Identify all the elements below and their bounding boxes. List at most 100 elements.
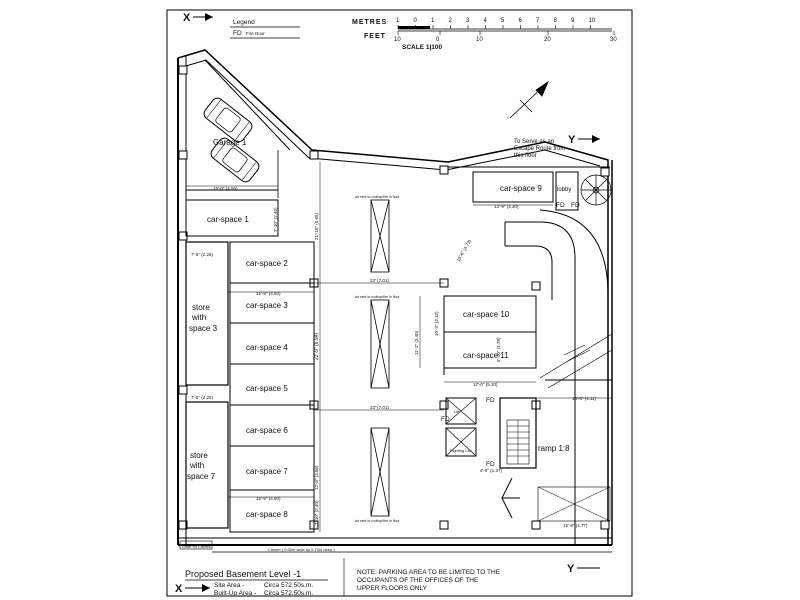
svg-text:FEET: FEET: [364, 33, 386, 40]
structural-column: [439, 400, 449, 410]
escape-note-2: Escape Route from: [514, 146, 565, 152]
culvert-note: Culvert ( 0.60m wide by 0.70m deep ): [268, 547, 335, 552]
escape-note-1: To Serve as an: [514, 139, 554, 145]
structural-column: [178, 150, 188, 160]
ramp-walls: [504, 209, 613, 545]
dim-18: 11'-2" (3.40): [414, 330, 419, 355]
svg-text:Y: Y: [568, 134, 576, 146]
scale-feet-tick-label: 10: [394, 37, 401, 43]
fire-door-3: FD: [486, 397, 495, 404]
sheet-border: [166, 9, 633, 597]
dim-20: 12'-8" (3.86): [314, 465, 319, 490]
car-bays-right: [443, 295, 537, 375]
dim-17: 15'-8" (4.77): [563, 523, 588, 528]
note-line-1: NOTE: PARKING AREA TO BE LIMITED TO THE: [357, 569, 501, 576]
structural-column: [600, 520, 610, 530]
dim-4: 15'-9" (4.80): [256, 291, 281, 296]
fire-door-2: FD: [571, 202, 580, 209]
air-vent-boxes: [370, 199, 390, 517]
car-space-2-label: car-space 2: [246, 259, 288, 268]
vent-note-1: air vent to rooftop/fire in floor: [355, 195, 400, 199]
car-space-7-label: car-space 7: [246, 467, 288, 476]
structural-column: [439, 165, 449, 175]
car-space-3-label: car-space 3: [246, 301, 288, 310]
structural-column: [531, 520, 541, 530]
north-arrow: [509, 80, 549, 119]
fire-door-1: FD: [556, 202, 565, 209]
firefighting-lift-label: Fighting Lift: [450, 448, 472, 453]
structural-column: [600, 167, 610, 177]
title-block: Proposed Basement Level -1 Site Area - C…: [185, 569, 328, 597]
scale-metre-tick-label: 5: [501, 18, 505, 24]
site-area-label: Site Area -: [214, 582, 244, 589]
garage-label: Garage 1: [213, 138, 247, 147]
car-space-9-bay: [472, 171, 554, 203]
garage-car-1: [203, 97, 253, 143]
car-space-11-label: car-space 11: [463, 351, 509, 360]
structural-column: [531, 281, 541, 291]
dim-10: 15'-6" (4.73): [456, 238, 473, 262]
lift-core: [445, 397, 537, 469]
lift-label: Lift: [454, 409, 460, 414]
scale-metre-tick-label: 10: [589, 18, 596, 24]
svg-text:X: X: [183, 12, 191, 24]
svg-text:Y: Y: [567, 563, 575, 575]
svg-text:X: X: [175, 583, 183, 595]
dim-19: 10'-3" (3.12): [434, 311, 439, 336]
vent-note-3: air vent to rooftop/fire in floor: [355, 519, 400, 523]
site-area-value: Circa 572.50s.m.: [264, 582, 313, 589]
store-3-line-3: space 3: [189, 324, 218, 333]
scale-metre-tick-label: 6: [519, 18, 523, 24]
car-space-1-label: car-space 1: [207, 215, 249, 224]
built-up-area-label: Built-Up Area -: [214, 590, 256, 597]
ramp-label: ramp 1:8: [538, 444, 570, 453]
note-line-3: UPPER FLOORS ONLY: [357, 585, 428, 592]
dim-5: 23' (7.01): [370, 278, 389, 283]
car-space-5-label: car-space 5: [246, 384, 288, 393]
note-line-2: OCCUPANTS OF THE OFFICES OF THE: [357, 577, 479, 584]
scale-text: SCALE 1|100: [402, 44, 442, 51]
built-up-area-value: Circa 572.50s.m.: [264, 590, 313, 597]
scale-metre-tick-label: 1: [431, 18, 435, 24]
svg-text:METRES: METRES: [352, 19, 387, 26]
scale-metre-tick-label: 0: [414, 18, 418, 24]
scale-metre-tick-label: 4: [484, 18, 488, 24]
car-space-9-label: car-space 9: [500, 184, 542, 193]
dimension-lines: [186, 162, 612, 532]
section-marker-x-bottom: X: [175, 583, 210, 595]
scale-metre-tick-label: 3: [466, 18, 470, 24]
escape-note-3: this floor: [514, 153, 537, 159]
car-space-10-label: car-space 10: [463, 310, 510, 319]
store-7-line-3: space 7: [187, 472, 216, 481]
dimension-texts: 15'-0" (4.56) 7'-10" (2.40) 21'-10" (6.6…: [191, 186, 597, 528]
shaft-note: Shaft for Cables: [182, 544, 211, 549]
scale-feet-tick-label: 20: [544, 37, 551, 43]
store-3-room: [185, 241, 229, 386]
car-space-6-label: car-space 6: [246, 426, 288, 435]
dim-9: 13'-9" (4.20): [494, 204, 519, 209]
section-marker-y-bottom: Y: [567, 563, 600, 575]
dim-6: 22'-9" (6.94): [314, 332, 320, 360]
store-3-line-2: with: [191, 313, 206, 322]
fire-door-5: FD: [441, 416, 450, 423]
scale-metre-tick-label: 9: [571, 18, 575, 24]
structural-column: [178, 65, 188, 75]
drawing-title: Proposed Basement Level -1: [185, 569, 301, 579]
car-space-1-bay: [185, 199, 279, 237]
structural-column: [178, 520, 188, 530]
store-7-room: [185, 401, 229, 529]
fire-door-4: FD: [486, 461, 495, 468]
scale-feet-tick-label: 10: [476, 37, 483, 43]
store-7-line-2: with: [189, 461, 204, 470]
structural-column: [309, 150, 319, 160]
dim-13: 7'-10" (2.40): [314, 500, 319, 525]
dim-14: 7'-5" (2.26): [191, 252, 213, 257]
store-7-line-1: store: [190, 451, 208, 460]
legend-fd-desc: Fire Door: [246, 31, 265, 36]
dim-12: 17'-0" (5.20): [473, 382, 498, 387]
scale-feet-tick-label: 0: [436, 37, 440, 43]
car-space-8-label: car-space 8: [246, 510, 288, 519]
